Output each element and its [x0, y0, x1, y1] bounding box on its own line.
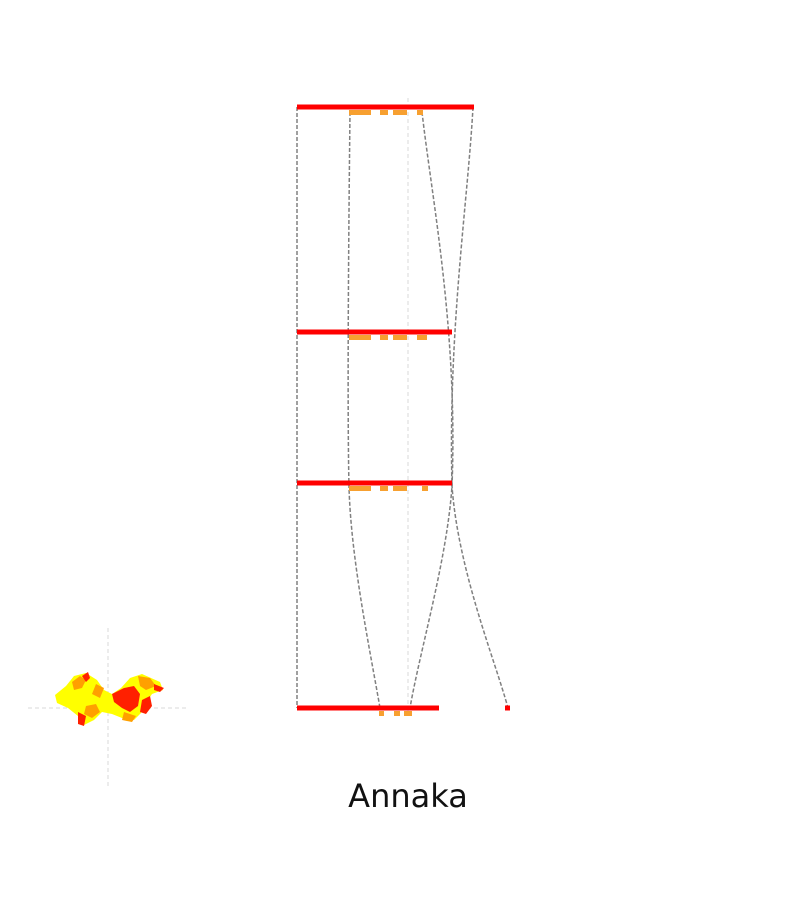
level-1-tick [393, 110, 407, 115]
inner-right-curve [409, 111, 454, 709]
level-4-tick [404, 711, 412, 716]
inner-left-curve [347, 111, 381, 709]
level-4-tick [379, 711, 384, 716]
level-2-tick [393, 335, 407, 340]
level-1-ticks [349, 110, 423, 115]
blob-red-region [82, 672, 90, 682]
level-2-bar [297, 329, 452, 335]
level-1-tick [417, 110, 423, 115]
level-3-tick [349, 486, 371, 491]
level-1-tick [349, 110, 371, 115]
blob-orange-region [122, 712, 136, 722]
inset-heat-blob [55, 672, 164, 726]
level-4-bar-tail [505, 705, 510, 711]
blob-red-region [154, 684, 164, 692]
level-3-ticks [349, 486, 428, 491]
level-2-tick [417, 335, 427, 340]
blob-orange-region [138, 676, 156, 690]
level-1-bar [297, 104, 474, 110]
level-3-tick [422, 486, 428, 491]
blob-orange-region [72, 676, 86, 690]
blob-red-region [140, 696, 152, 714]
level-3-bar [297, 480, 452, 486]
level-2-ticks [349, 335, 427, 340]
level-4-bar [297, 705, 439, 711]
blob-red-region [112, 686, 140, 712]
outer-right-curve [450, 106, 509, 709]
level-2-tick [349, 335, 371, 340]
blob-orange-region [84, 704, 100, 718]
blob-orange-region [92, 684, 104, 698]
level-3-tick [380, 486, 388, 491]
level-1-tick [380, 110, 388, 115]
level-2-tick [380, 335, 388, 340]
inset-locator [28, 628, 188, 788]
level-4-tick [394, 711, 400, 716]
level-4-ticks [379, 711, 412, 716]
blob-red-region [78, 712, 86, 726]
level-3-tick [393, 486, 407, 491]
diagram-caption: Annaka [348, 777, 468, 815]
